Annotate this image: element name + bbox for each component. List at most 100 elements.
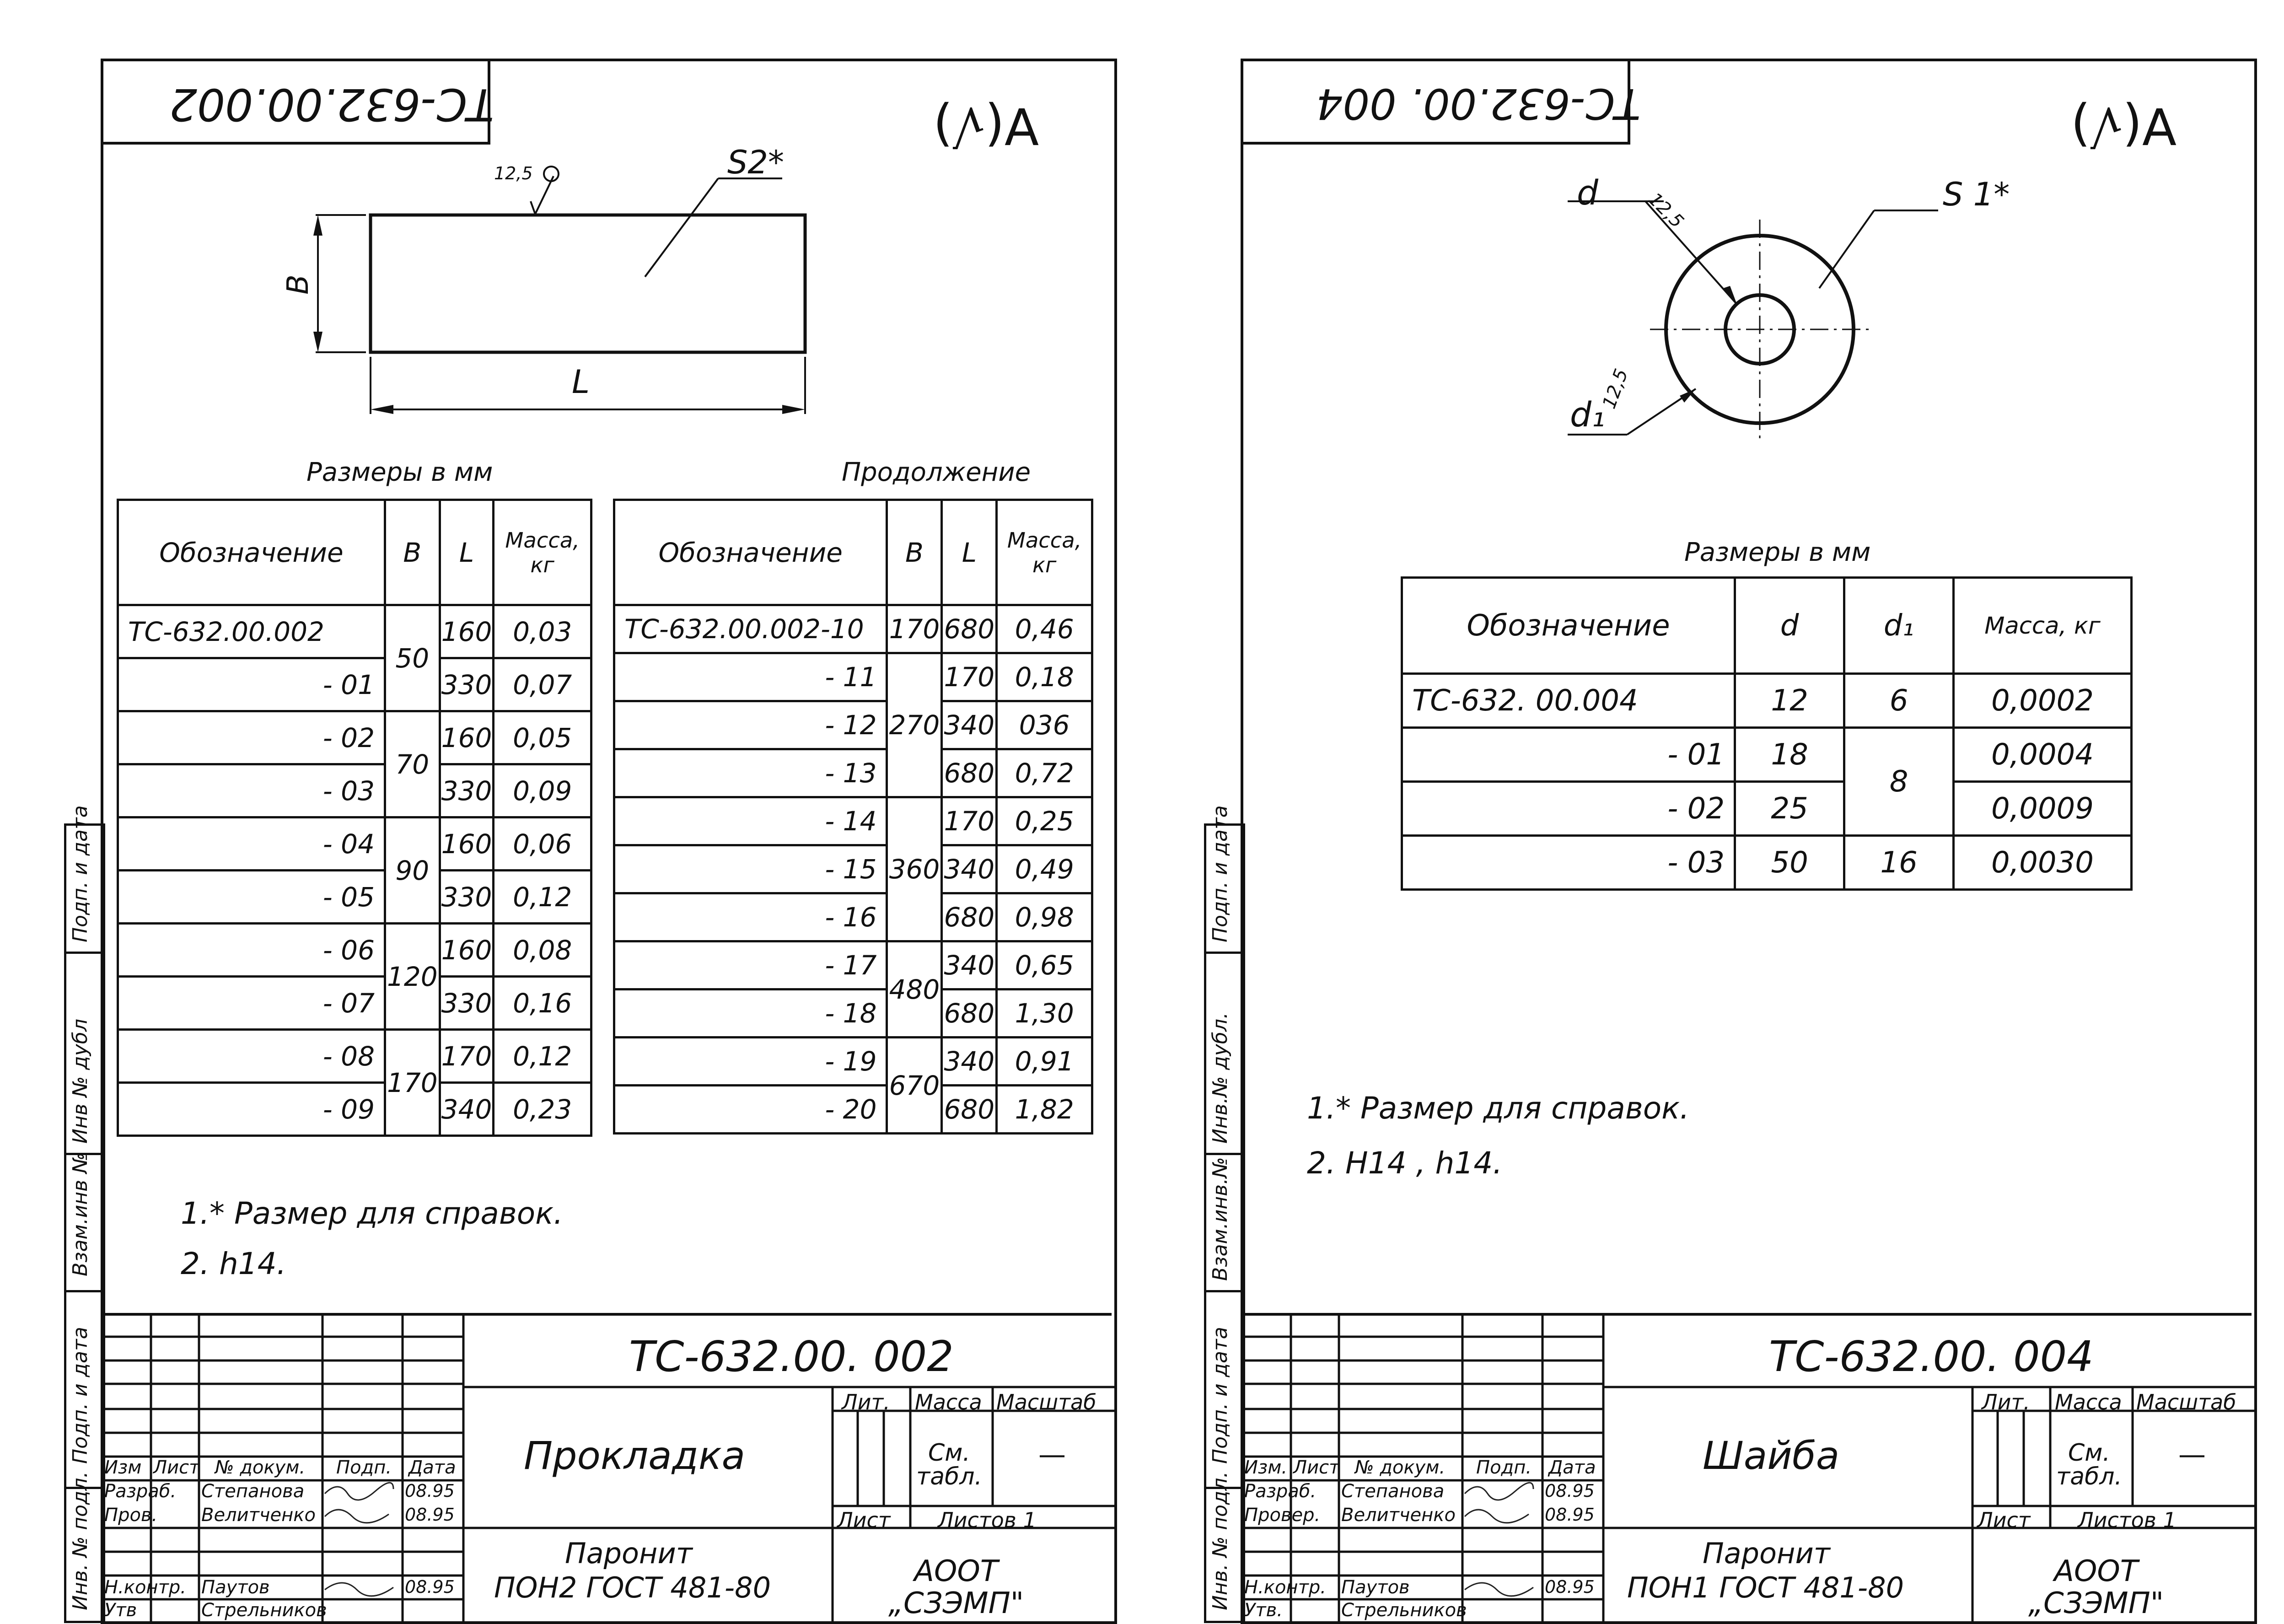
table-cell: - 06	[117, 922, 386, 978]
table-cell: 160	[438, 710, 495, 765]
part-name: Прокладка	[524, 1433, 746, 1478]
column-header: Масса, кг	[995, 499, 1093, 606]
table-cell: 680	[940, 988, 998, 1038]
tb-hdr: Подп.	[1476, 1457, 1532, 1478]
table-cell: - 17	[613, 940, 888, 990]
column-header: Масса, кг	[492, 499, 592, 606]
note-2: 2. Н14 , h14.	[1307, 1145, 1503, 1181]
table-cell: 670	[886, 1036, 943, 1135]
table-cell: ТС-632.00.002-10	[613, 604, 888, 654]
tb-role: Пров.	[104, 1505, 158, 1526]
material-2: ПОН2 ГОСТ 481-80	[494, 1571, 771, 1604]
rotated-code-box	[1243, 61, 1630, 145]
side-stamp-strip	[64, 823, 105, 1623]
table-cell: 340	[940, 700, 998, 750]
table-cell: 170	[940, 796, 998, 846]
table-cell: 0,46	[995, 604, 1093, 654]
table-cell: 0,0004	[1952, 726, 2133, 783]
side-label: Подп. и дата	[69, 1327, 92, 1464]
table-cell: 8	[1843, 726, 1955, 837]
table-cell: 25	[1734, 780, 1846, 837]
organization: АООТ „СЗЭМП"	[2028, 1554, 2164, 1621]
tb-person: Велитченко	[201, 1505, 316, 1526]
table-cell: 18	[1734, 726, 1846, 783]
gasket-drawing	[313, 166, 807, 414]
table-cell: 170	[940, 652, 998, 702]
column-header: d	[1734, 576, 1846, 675]
scale-value: —	[2178, 1439, 2206, 1471]
table-cell: 680	[940, 604, 998, 654]
scale-value: —	[1038, 1439, 1066, 1471]
table-cell: - 03	[1400, 834, 1736, 891]
table-cell: - 02	[117, 710, 386, 765]
d-label: d	[1577, 173, 1598, 213]
table-cell: 360	[886, 796, 943, 942]
organization: АООТ „СЗЭМП"	[888, 1554, 1024, 1621]
table-cell: 0,23	[492, 1081, 592, 1137]
sheet-label: Лист	[837, 1508, 891, 1533]
tb-hdr: Лист	[1293, 1457, 1340, 1478]
side-label: Инв № дубл	[69, 1018, 92, 1144]
side-label: Подп. и дата	[1209, 805, 1232, 942]
table-cell: 330	[438, 869, 495, 925]
side-label: Инв. № подл.	[1209, 1471, 1232, 1610]
roughness-mark: ∀(√)	[933, 97, 1039, 155]
side-label: Подп. и дата	[69, 805, 92, 942]
note-1: 1.* Размер для справок.	[181, 1196, 563, 1231]
signature	[1464, 1482, 1534, 1597]
table-cell: 330	[438, 975, 495, 1031]
thickness-label: S 1*	[1943, 176, 2010, 213]
tb-person: Степанова	[201, 1481, 305, 1502]
lit-label: Лит.	[1982, 1390, 2030, 1414]
width-label: В	[281, 274, 315, 295]
table-cell: 160	[438, 922, 495, 978]
table-cell: 0,91	[995, 1036, 1093, 1086]
tb-hdr: Дата	[1548, 1457, 1596, 1478]
tb-date: 08.95	[405, 1505, 455, 1525]
tb-role: Провер.	[1244, 1505, 1321, 1526]
column-header: В	[886, 499, 943, 606]
table-cell: 0,72	[995, 748, 1093, 798]
title-code: ТС-632.00. 002	[629, 1332, 954, 1381]
table-cell: 0,03	[492, 604, 592, 659]
tb-person: Велитченко	[1341, 1505, 1456, 1526]
table-cell: 340	[940, 1036, 998, 1086]
table-cell: 0,16	[492, 975, 592, 1031]
rotated-code: ТС-632.00. 004	[1316, 79, 1641, 128]
table-cell: 70	[383, 710, 441, 818]
mass-value: См. табл.	[2056, 1439, 2122, 1490]
table-cell: - 11	[613, 652, 888, 702]
tb-role: Утв	[104, 1600, 137, 1621]
title-block	[101, 1313, 1112, 1621]
material-1: Паронит	[565, 1537, 693, 1570]
table-cell: - 14	[613, 796, 888, 846]
table-cell: - 12	[613, 700, 888, 750]
table-cell: 0,49	[995, 844, 1093, 894]
tb-hdr: № докум.	[215, 1457, 306, 1478]
side-stamp-strip	[1204, 823, 1245, 1623]
table-cell: - 07	[117, 975, 386, 1031]
table-cell: 0,07	[492, 657, 592, 712]
part-name: Шайба	[1703, 1433, 1840, 1478]
tb-hdr: Подп.	[336, 1457, 392, 1478]
column-header: Обозначение	[1400, 576, 1736, 675]
rotated-code-box	[103, 61, 490, 145]
title-block-grid	[101, 1313, 1114, 1621]
table-cell: 0,06	[492, 816, 592, 871]
table-cell: 1,30	[995, 988, 1093, 1038]
